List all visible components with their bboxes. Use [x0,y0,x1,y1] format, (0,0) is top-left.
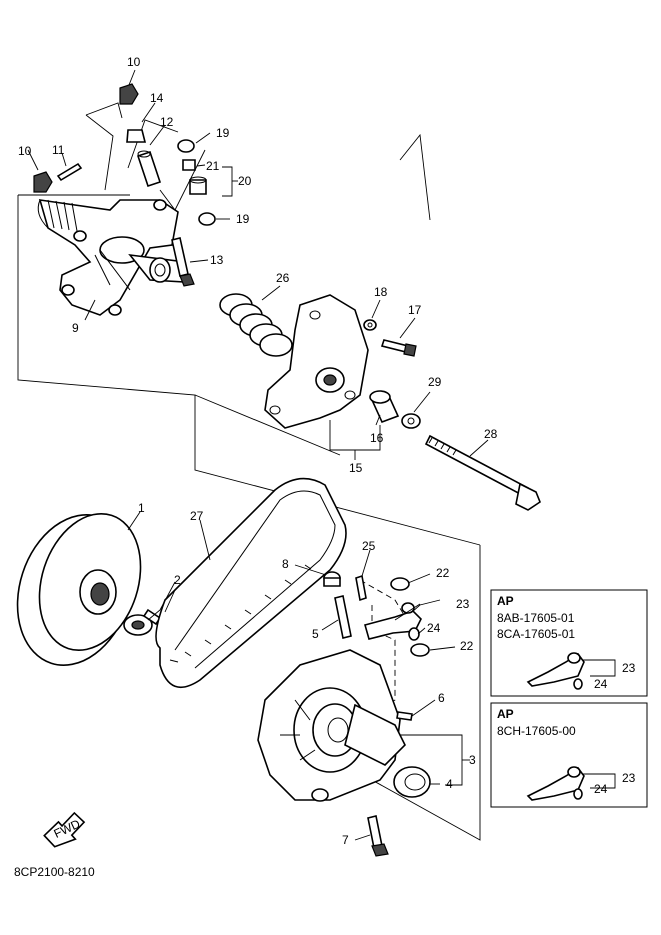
weight-pin-10b [33,171,53,193]
roller-24 [408,627,420,641]
callout-12: 12 [160,115,174,129]
nut-14 [126,129,147,143]
sliding-sheave-1 [16,512,142,666]
callout-2: 2 [174,573,181,587]
callout-19-bottom: 19 [236,212,250,226]
washer-22a [390,577,410,591]
collar-12 [136,150,162,188]
pin-11 [56,162,83,182]
callout-10-left: 10 [18,144,32,158]
inset-box-ap-1: AP 8AB-17605-01 8CA-17605-01 23 24 [490,589,648,697]
callout-18: 18 [374,285,388,299]
box1-title: AP [497,594,514,608]
callout-26: 26 [276,271,290,285]
washer-29 [401,413,421,429]
callout-28: 28 [484,427,498,441]
washer-18 [363,319,377,331]
seal-4 [393,766,431,798]
callout-7: 7 [342,833,349,847]
callout-20: 20 [238,174,252,188]
box2-code-1: 8CH-17605-00 [497,724,576,738]
inset-box-ap-2: AP 8CH-17605-00 23 24 [490,702,648,808]
weight-pin-10a [119,83,139,105]
box1-code-1: 8AB-17605-01 [497,611,575,625]
spacer-8 [323,571,341,587]
bushing-21 [182,159,196,171]
box2-title: AP [497,707,514,721]
box1-callout-24: 24 [594,677,608,691]
callout-25: 25 [362,539,376,553]
slider-bushing-2 [123,608,162,636]
callout-numbers: 10 14 12 19 21 20 19 10 11 13 9 26 18 17… [18,55,498,847]
callout-29: 29 [428,375,442,389]
bushing-20 [189,176,207,195]
callout-4: 4 [446,777,453,791]
callout-11: 11 [52,143,65,157]
weight-arm-23 [364,602,422,640]
callout-14: 14 [150,91,164,105]
box2-callout-24: 24 [594,782,608,796]
bolt-7 [367,815,389,857]
primary-fixed-sheave-hub [37,199,186,316]
bushing-16 [369,390,400,424]
callout-24: 24 [427,621,441,635]
callout-22-top: 22 [436,566,450,580]
pin-25 [355,574,367,602]
callout-3: 3 [469,753,476,767]
box1-callout-23: 23 [622,661,636,675]
callout-15: 15 [349,461,363,475]
callout-8: 8 [282,557,289,571]
pin-5 [334,595,352,639]
callout-1: 1 [138,501,145,515]
box1-code-2: 8CA-17605-01 [497,627,575,641]
fixed-sheave-3 [257,649,406,802]
callout-16: 16 [370,431,384,445]
box2-callout-23: 23 [622,771,636,785]
diagram-code: 8CP2100-8210 [14,865,95,879]
fwd-arrow-icon: FWD [43,811,86,848]
callout-27: 27 [190,509,204,523]
callout-13: 13 [210,253,224,267]
callout-9: 9 [72,321,79,335]
v-belt-27 [155,477,347,689]
callout-5: 5 [312,627,319,641]
bolt-17 [380,339,417,357]
washer-19a [177,139,195,153]
spring-26 [219,293,293,357]
callout-21: 21 [206,159,220,173]
long-bolt-28 [424,434,541,511]
washer-22b [410,643,430,657]
callout-10-top: 10 [127,55,141,69]
bolt-13 [171,237,195,287]
callout-17: 17 [408,303,422,317]
washer-19b [198,212,216,226]
callout-23: 23 [456,597,470,611]
sheave-cap-15 [264,294,369,429]
callout-leaders [27,69,489,841]
screw-6 [396,711,413,721]
callout-22-bottom: 22 [460,639,474,653]
callout-19-top: 19 [216,126,230,140]
callout-6: 6 [438,691,445,705]
